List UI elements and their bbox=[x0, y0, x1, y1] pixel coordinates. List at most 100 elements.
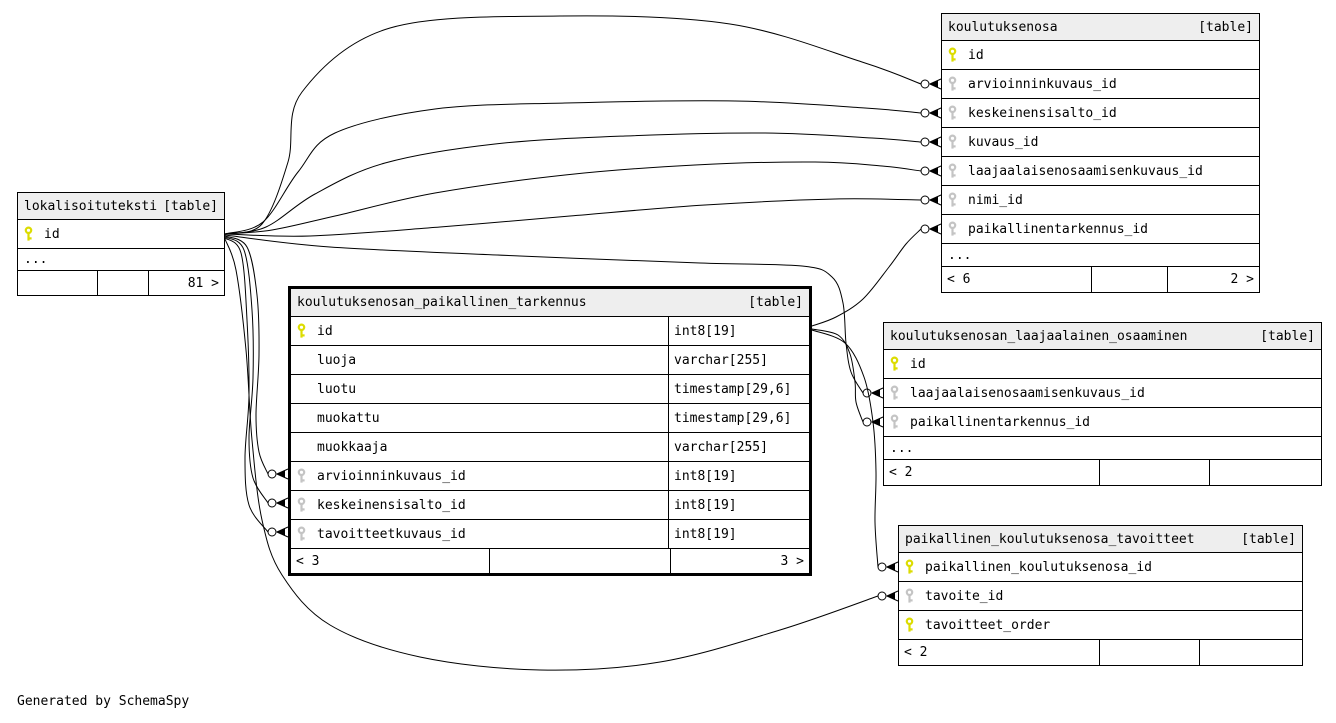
ellipsis-label: ... bbox=[890, 440, 914, 456]
crow-foot-connector-icon bbox=[862, 416, 884, 428]
column-row-id: id bbox=[942, 41, 1259, 70]
primary-key-icon bbox=[890, 356, 899, 371]
paging-footer: < 6 2 > bbox=[942, 267, 1259, 292]
relationship-edge bbox=[224, 100, 922, 235]
foreign-key-icon bbox=[297, 468, 306, 483]
table-title: paikallinen_koulutuksenosa_tavoitteet bbox=[905, 531, 1195, 547]
relationship-edge bbox=[224, 132, 922, 235]
column-name: keskeinensisalto_id bbox=[317, 497, 466, 513]
column-row-tavoite_id: tavoite_id bbox=[899, 582, 1302, 611]
crow-foot-connector-icon bbox=[920, 78, 942, 90]
column-name: keskeinensisalto_id bbox=[968, 105, 1117, 121]
column-row-muokattu: muokattu timestamp[29,6] bbox=[291, 404, 809, 433]
column-name: paikallinentarkennus_id bbox=[910, 414, 1091, 430]
column-name: nimi_id bbox=[968, 192, 1023, 208]
key-cell bbox=[291, 462, 317, 490]
foreign-key-icon bbox=[890, 385, 899, 400]
crow-foot-connector-icon bbox=[877, 561, 899, 573]
key-cell bbox=[899, 611, 925, 639]
paging-children: 2 > bbox=[1166, 267, 1259, 292]
column-type: int8[19] bbox=[668, 317, 809, 345]
relationship-edge bbox=[224, 235, 269, 475]
paging-parents: < 3 bbox=[296, 553, 320, 569]
crow-foot-connector-icon bbox=[862, 387, 884, 399]
column-name: kuvaus_id bbox=[968, 134, 1039, 150]
paging-parents: < 6 bbox=[947, 272, 971, 287]
primary-key-icon bbox=[948, 47, 957, 62]
table-tag: [table] bbox=[1260, 328, 1315, 344]
foreign-key-icon bbox=[297, 526, 306, 541]
table-tag: [table] bbox=[748, 295, 803, 310]
relationship-edge bbox=[224, 161, 922, 235]
paging-middle bbox=[1091, 267, 1167, 292]
table-node-paikallinen_koulutuksenosa_tavoitteet[interactable]: paikallinen_koulutuksenosa_tavoitteet[ta… bbox=[898, 525, 1303, 666]
primary-key-icon bbox=[297, 323, 306, 338]
relationship-edge bbox=[224, 15, 922, 235]
table-node-koulutuksenosan_paikallinen_tarkennus[interactable]: koulutuksenosan_paikallinen_tarkennus [ta… bbox=[288, 286, 812, 576]
ellipsis-label: ... bbox=[24, 252, 48, 267]
key-cell bbox=[942, 70, 968, 98]
key-cell bbox=[291, 520, 317, 548]
foreign-key-icon bbox=[948, 105, 957, 120]
generated-by-note: Generated by SchemaSpy bbox=[17, 694, 190, 709]
column-name: paikallinentarkennus_id bbox=[968, 221, 1149, 237]
key-cell bbox=[18, 220, 44, 248]
paging-children: 3 > bbox=[669, 549, 809, 573]
table-title: koulutuksenosa bbox=[948, 19, 1058, 35]
relationship-edge bbox=[811, 328, 864, 423]
key-cell bbox=[942, 99, 968, 127]
column-type: timestamp[29,6] bbox=[668, 404, 809, 432]
relationship-edge bbox=[811, 329, 879, 568]
ellipsis-row: ... bbox=[18, 249, 224, 271]
relationship-edge bbox=[224, 236, 269, 504]
ellipsis-row: ... bbox=[884, 437, 1321, 460]
column-row-paikallinentarkennus_id: paikallinentarkennus_id bbox=[942, 215, 1259, 244]
column-row-id: id bbox=[18, 220, 224, 249]
column-row-arvioinninkuvaus_id: arvioinninkuvaus_id bbox=[942, 70, 1259, 99]
column-name: id bbox=[910, 356, 926, 372]
key-cell bbox=[942, 215, 968, 243]
paging-children bbox=[1208, 460, 1322, 485]
key-cell bbox=[291, 317, 317, 345]
column-row-laajaalaisenosaamisenkuvaus_id: laajaalaisenosaamisenkuvaus_id bbox=[942, 157, 1259, 186]
column-type: varchar[255] bbox=[668, 346, 809, 374]
column-row-luoja: luoja varchar[255] bbox=[291, 346, 809, 375]
table-node-koulutuksenosan_laajaalainen_osaaminen[interactable]: koulutuksenosan_laajaalainen_osaaminen [t… bbox=[883, 322, 1322, 486]
key-cell bbox=[884, 379, 910, 407]
crow-foot-connector-icon bbox=[920, 194, 942, 206]
column-name: luoja bbox=[317, 352, 357, 368]
table-header: lokalisoituteksti[table] bbox=[18, 193, 224, 220]
ellipsis-row: ... bbox=[942, 244, 1259, 267]
paging-middle bbox=[1098, 640, 1200, 665]
crow-foot-connector-icon bbox=[267, 497, 289, 509]
column-name: paikallinen_koulutuksenosa_id bbox=[925, 559, 1152, 575]
column-name: muokkaaja bbox=[317, 439, 388, 455]
crow-foot-connector-icon bbox=[877, 590, 899, 602]
relationship-edge bbox=[224, 234, 864, 394]
column-name: muokattu bbox=[317, 410, 380, 426]
table-node-lokalisoituteksti[interactable]: lokalisoituteksti[table]id... 81 > bbox=[17, 192, 225, 296]
paging-footer: 81 > bbox=[18, 271, 224, 295]
column-row-paikallinen_koulutuksenosa_id: paikallinen_koulutuksenosa_id bbox=[899, 553, 1302, 582]
relationship-edge bbox=[224, 237, 269, 533]
table-title: koulutuksenosan_paikallinen_tarkennus bbox=[297, 295, 587, 310]
column-row-keskeinensisalto_id: keskeinensisalto_id int8[19] bbox=[291, 491, 809, 520]
table-title: koulutuksenosan_laajaalainen_osaaminen bbox=[890, 328, 1188, 344]
paging-parents bbox=[18, 271, 97, 295]
paging-children bbox=[1199, 640, 1302, 665]
column-name: tavoitteetkuvaus_id bbox=[317, 526, 466, 542]
paging-parents: < 2 bbox=[904, 645, 928, 660]
column-row-kuvaus_id: kuvaus_id bbox=[942, 128, 1259, 157]
crow-foot-connector-icon bbox=[267, 468, 289, 480]
paging-middle bbox=[488, 549, 670, 573]
key-cell bbox=[942, 157, 968, 185]
paging-children: 81 > bbox=[147, 271, 224, 295]
column-type: int8[19] bbox=[668, 491, 809, 519]
crow-foot-connector-icon bbox=[920, 136, 942, 148]
table-tag: [table] bbox=[163, 198, 218, 214]
